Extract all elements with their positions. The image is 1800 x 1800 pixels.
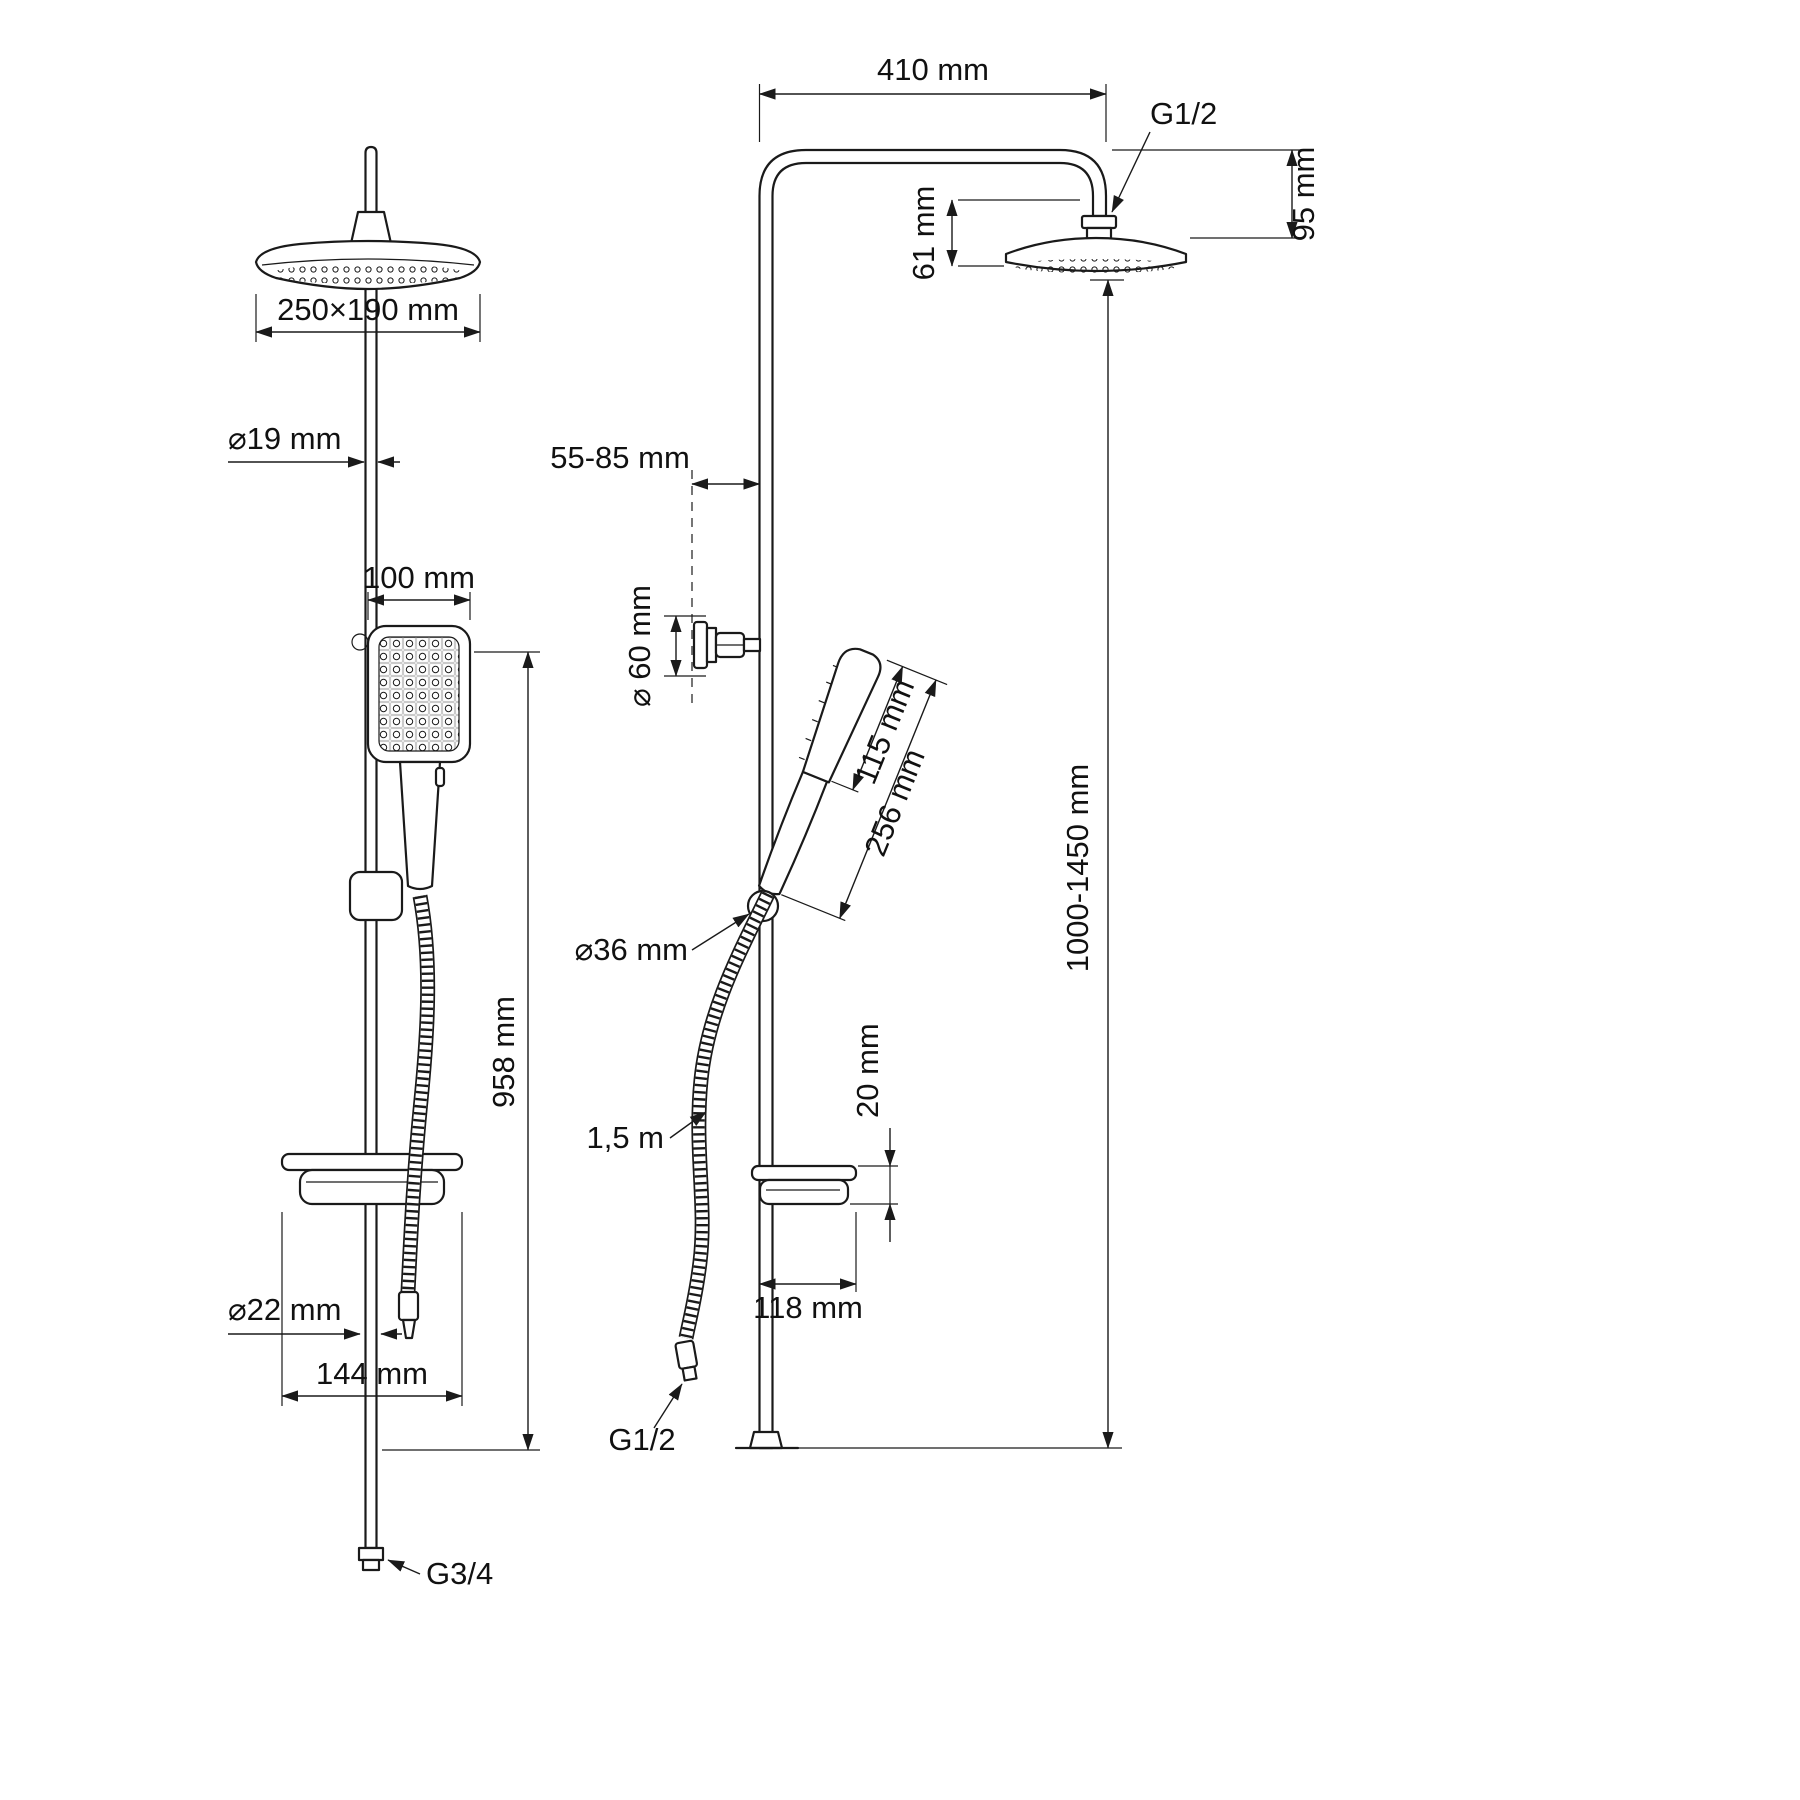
front-lower-pole-diameter-label: ⌀22 mm bbox=[228, 1292, 341, 1327]
dim-side-shelf-depth: 118 mm bbox=[753, 1212, 863, 1325]
side-hose-thread: G1/2 bbox=[608, 1383, 683, 1457]
dim-side-holder-diameter: ⌀36 mm bbox=[575, 913, 750, 967]
front-hose bbox=[397, 894, 436, 1340]
dim-front-head-size: 250×190 mm bbox=[255, 292, 481, 342]
dim-side-hose-length: 1,5 m bbox=[586, 1111, 707, 1155]
side-rain-head-nozzles bbox=[1014, 259, 1178, 273]
front-pole bbox=[364, 145, 378, 1550]
side-hand-shower: 115 mm 256 mm bbox=[757, 647, 948, 922]
front-inlet-fitting: G3/4 bbox=[357, 1546, 493, 1591]
side-shelf-depth-label: 118 mm bbox=[753, 1290, 863, 1325]
side-hose-connector bbox=[674, 1339, 699, 1382]
dim-front-base-width: 144 mm bbox=[281, 1212, 463, 1406]
side-head-drop-label: 61 mm bbox=[906, 186, 941, 281]
dim-front-lower-pole-diameter: ⌀22 mm bbox=[228, 1292, 402, 1340]
side-wall-distance-label: 55-85 mm bbox=[550, 440, 690, 475]
front-hand-shower-face bbox=[378, 636, 460, 752]
front-hand-shower-handle bbox=[398, 760, 442, 891]
side-head-thread-label: G1/2 bbox=[1150, 96, 1217, 131]
side-pole-and-arm bbox=[758, 148, 1108, 1450]
side-head-thread: G1/2 bbox=[1111, 96, 1217, 213]
front-view: 250×190 mm ⌀19 mm 100 mm bbox=[228, 145, 540, 1591]
front-inlet-thread-label: G3/4 bbox=[426, 1556, 493, 1591]
front-rain-shower-head bbox=[254, 239, 482, 291]
side-bracket-diameter-label: ⌀ 60 mm bbox=[622, 585, 657, 707]
side-head-connector bbox=[1080, 214, 1118, 242]
front-hand-shower-button bbox=[434, 766, 446, 788]
side-floor-flange bbox=[734, 1430, 800, 1450]
dim-side-bracket-diameter: ⌀ 60 mm bbox=[622, 585, 706, 707]
side-shelf bbox=[750, 1164, 858, 1206]
front-shelf bbox=[280, 1152, 464, 1206]
side-view: 410 mm G1/2 95 mm 61 mm 55-85 mm bbox=[550, 52, 1321, 1457]
side-hose-length-label: 1,5 m bbox=[586, 1120, 664, 1155]
dim-side-head-height: 95 mm bbox=[1112, 147, 1321, 242]
dim-front-rail-height: 958 mm bbox=[382, 651, 540, 1451]
front-rain-head-nozzles bbox=[270, 264, 466, 284]
dim-front-pole-diameter: ⌀19 mm bbox=[228, 421, 400, 468]
side-shelf-thickness-label: 20 mm bbox=[850, 1023, 885, 1118]
side-rain-shower-head bbox=[1004, 236, 1188, 273]
front-hand-shower-width-label: 100 mm bbox=[363, 560, 475, 595]
side-arm-length-label: 410 mm bbox=[877, 52, 989, 87]
dim-front-hand-shower-width: 100 mm bbox=[363, 560, 475, 620]
side-hose bbox=[674, 890, 775, 1382]
side-hose-thread-label: G1/2 bbox=[608, 1422, 675, 1457]
side-holder-diameter-label: ⌀36 mm bbox=[575, 932, 688, 967]
front-rail-height-label: 958 mm bbox=[486, 996, 521, 1108]
side-column-height-label: 1000-1450 mm bbox=[1060, 764, 1095, 973]
dim-side-wall-distance: 55-85 mm bbox=[550, 440, 761, 490]
side-head-height-label: 95 mm bbox=[1286, 147, 1321, 242]
dim-side-column-height: 1000-1450 mm bbox=[798, 279, 1124, 1449]
front-hose-connector bbox=[397, 1290, 420, 1322]
dim-side-arm-length: 410 mm bbox=[758, 52, 1107, 142]
side-wall-bracket bbox=[692, 620, 762, 670]
front-head-size-label: 250×190 mm bbox=[277, 292, 459, 327]
dim-side-head-drop: 61 mm bbox=[906, 186, 1080, 281]
front-base-width-label: 144 mm bbox=[316, 1356, 428, 1391]
front-pole-diameter-label: ⌀19 mm bbox=[228, 421, 341, 456]
front-hand-shower bbox=[348, 624, 472, 922]
front-hand-shower-holder bbox=[348, 870, 404, 922]
dim-side-shelf-thickness: 20 mm bbox=[850, 1023, 898, 1242]
